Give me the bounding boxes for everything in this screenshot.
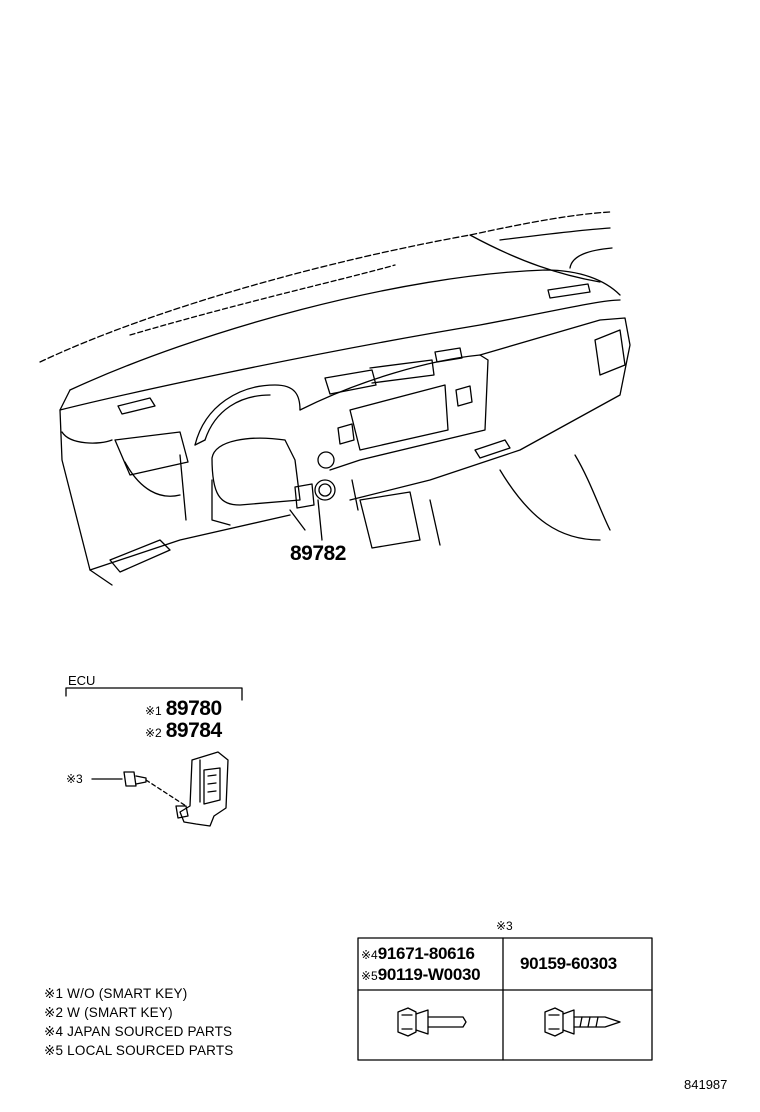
dashboard-illustration (39, 211, 631, 586)
table-heading: ※3 (496, 919, 513, 933)
note-2: ※2 W (SMART KEY) (44, 1005, 173, 1020)
note-4: ※5 LOCAL SOURCED PARTS (44, 1043, 234, 1058)
note-3: ※4 JAPAN SOURCED PARTS (44, 1024, 233, 1039)
tapping-screw-icon (544, 1007, 621, 1037)
screw-mark: ※3 (66, 772, 83, 786)
note-1: ※1 W/O (SMART KEY) (44, 986, 188, 1001)
table-left-row-1-mark: ※4 (361, 948, 378, 962)
table-left-row-1-part: 91671-80616 (377, 944, 475, 963)
table-left-row-2-part: 90119-W0030 (377, 965, 481, 984)
callout-part-number: 89782 (290, 542, 346, 565)
table-right-part: 90159-60303 (520, 954, 617, 973)
fastener-table (357, 937, 653, 1061)
ecu-bracket (65, 687, 243, 701)
ecu-illustration (91, 751, 229, 827)
ecu-row-2-part: 89784 (165, 719, 222, 742)
table-left-row-2-mark: ※5 (361, 969, 378, 983)
flange-bolt-icon (397, 1007, 467, 1037)
ecu-row-1-mark: ※1 (145, 704, 162, 718)
figure-code: 841987 (684, 1077, 728, 1092)
ecu-row-2-mark: ※2 (145, 726, 162, 740)
ecu-row-1-part: 89780 (165, 697, 222, 720)
table-left-row-2: ※590119-W0030 (361, 965, 481, 984)
ecu-label: ECU (68, 673, 96, 688)
table-left-row-1: ※491671-80616 (361, 945, 475, 963)
